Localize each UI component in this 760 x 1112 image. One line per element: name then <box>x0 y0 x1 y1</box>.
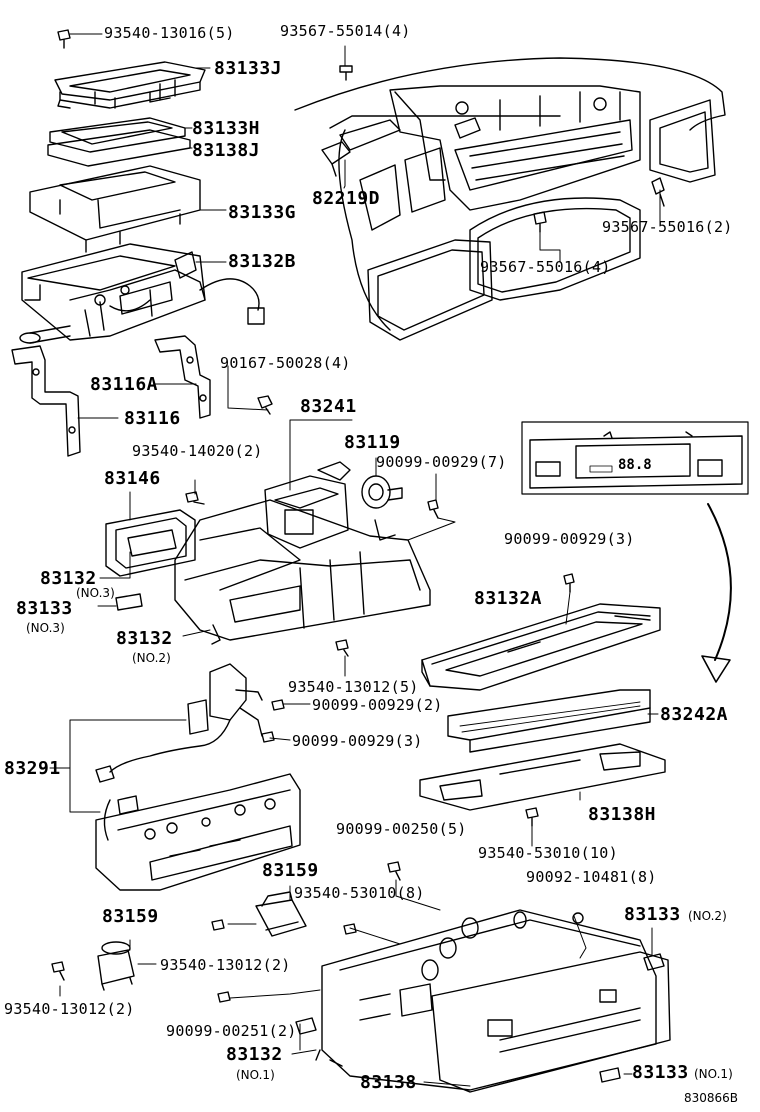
label-83133-no3: 83133 <box>16 598 73 619</box>
label-no3-b: (NO.3) <box>26 621 65 635</box>
screw-93540-13012-2-left <box>51 961 65 981</box>
label-93567-55014: 93567-55014(4) <box>280 22 411 40</box>
label-90099-00929-3a: 90099-00929(3) <box>504 530 635 548</box>
screw-90099-00929-7 <box>427 499 439 519</box>
label-82219D: 82219D <box>312 188 381 209</box>
label-83138J: 83138J <box>192 140 261 161</box>
meter-83241 <box>264 461 351 549</box>
clip-83133-no2 <box>643 953 665 971</box>
label-83291: 83291 <box>4 758 61 779</box>
clip-83132-no1 <box>295 1017 317 1035</box>
label-93540-14020: 93540-14020(2) <box>132 442 263 460</box>
housing-83133G <box>29 165 201 253</box>
label-83133G: 83133G <box>228 202 297 223</box>
label-90167-50028: 90167-50028(4) <box>220 354 351 372</box>
label-93540-13012-5: 93540-13012(5) <box>288 678 419 696</box>
label-no2-a: (NO.2) <box>132 651 171 665</box>
bracket-83116A <box>154 335 211 419</box>
bracket-83138H <box>419 743 666 811</box>
label-83132-no1: 83132 <box>226 1044 283 1065</box>
switch-83159-left <box>97 941 135 991</box>
bezel-frame-83133J <box>54 61 206 109</box>
meter-housing-83132-no1 <box>315 909 657 1091</box>
label-83133-no2: 83133 <box>624 904 681 925</box>
screw-93540-53010-8 <box>343 923 357 935</box>
screw-93540-14020 <box>185 491 205 505</box>
clip-82219D <box>321 141 351 177</box>
label-83133-no1: 83133 <box>632 1062 689 1083</box>
display-readout: 88.8 <box>618 457 652 473</box>
label-93540-53010-8: 93540-53010(8) <box>294 884 425 902</box>
label-83159-mid: 83159 <box>262 860 319 881</box>
screw-93540-13012-5 <box>335 639 349 657</box>
bracket-83116 <box>11 345 81 457</box>
label-93540-13012-2a: 93540-13012(2) <box>160 956 291 974</box>
label-83132B: 83132B <box>228 251 297 272</box>
gauge-cluster <box>95 773 301 891</box>
callout-arrow <box>701 503 732 683</box>
label-83132-no2: 83132 <box>116 628 173 649</box>
screw-93540-13012-2-mid <box>211 919 225 931</box>
display-inset-box: 88.8 <box>521 421 749 495</box>
duct-83146 <box>105 509 196 577</box>
panel-83132A <box>421 603 661 691</box>
screw-90099-00929-2 <box>271 699 285 711</box>
label-90099-00929-2: 90099-00929(2) <box>312 696 443 714</box>
label-83159-left: 83159 <box>102 906 159 927</box>
label-83116: 83116 <box>124 408 181 429</box>
label-83133J: 83133J <box>214 58 283 79</box>
label-83132-no3: 83132 <box>40 568 97 589</box>
label-90099-00251: 90099-00251(2) <box>166 1022 297 1040</box>
label-93567-55016-4: 93567-55016(4) <box>480 258 611 276</box>
label-no1-b: (NO.1) <box>694 1067 733 1081</box>
screw-90099-00250 <box>387 861 401 881</box>
clip-83133-no3 <box>115 593 143 611</box>
label-83241: 83241 <box>300 396 357 417</box>
board-83242A <box>447 689 651 753</box>
leader-lines <box>49 33 661 1087</box>
label-83138H: 83138H <box>588 804 657 825</box>
screw-90167-50028 <box>257 395 273 415</box>
screw-93567-55016-2 <box>651 177 665 207</box>
harness-83291 <box>95 663 263 783</box>
label-93540-13012-2b: 93540-13012(2) <box>4 1000 135 1018</box>
screw-93540-53010-10 <box>525 807 539 827</box>
label-83242A: 83242A <box>660 704 729 725</box>
label-90092-10481: 90092-10481(8) <box>526 868 657 886</box>
label-83138: 83138 <box>360 1072 417 1093</box>
dashboard-outline <box>294 57 726 341</box>
label-90099-00250: 90099-00250(5) <box>336 820 467 838</box>
module-83132B <box>19 243 265 344</box>
label-83146: 83146 <box>104 468 161 489</box>
label-93540-13016: 93540-13016(5) <box>104 24 235 42</box>
nut-90092-10481 <box>572 912 584 924</box>
label-83132A: 83132A <box>474 588 543 609</box>
label-90099-00929-3b: 90099-00929(3) <box>292 732 423 750</box>
screw-90099-00929-3-right <box>563 573 575 593</box>
switch-83159-mid <box>255 891 307 937</box>
screw-93567-55016-4 <box>533 211 547 233</box>
label-90099-00929-7: 90099-00929(7) <box>376 453 507 471</box>
sensor-83119 <box>361 475 403 509</box>
label-no3-a: (NO.3) <box>76 586 115 600</box>
screw-90099-00929-3-left <box>261 731 275 743</box>
label-83116A: 83116A <box>90 374 159 395</box>
label-83119: 83119 <box>344 432 401 453</box>
label-93540-53010-10: 93540-53010(10) <box>478 844 618 862</box>
label-83133H: 83133H <box>192 118 261 139</box>
label-93567-55016-2: 93567-55016(2) <box>602 218 733 236</box>
diagram-id: 830866B <box>684 1091 739 1105</box>
frame-83132-no3 <box>174 499 431 645</box>
label-no2-b: (NO.2) <box>688 909 727 923</box>
plate-83138 <box>431 951 671 1093</box>
screw-93540-13016 <box>57 29 71 49</box>
screw-90099-00251 <box>217 991 231 1003</box>
clip-83133-no1 <box>599 1067 621 1083</box>
screw-93567-55014 <box>339 65 353 81</box>
label-no1-a: (NO.1) <box>236 1068 275 1082</box>
